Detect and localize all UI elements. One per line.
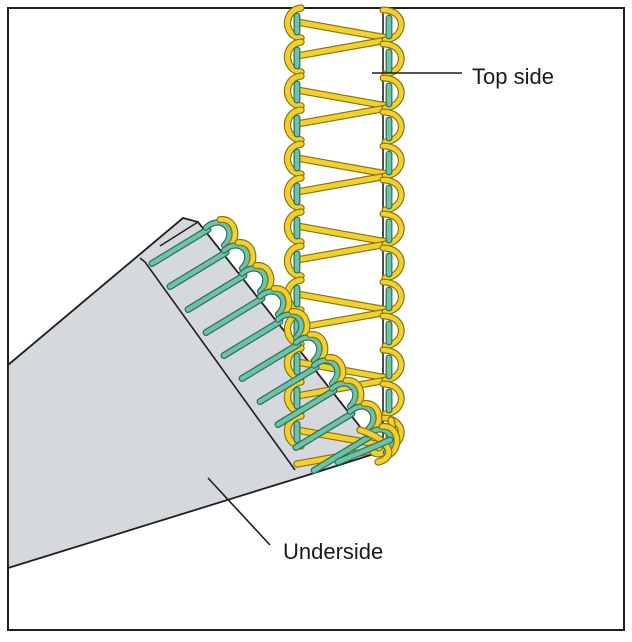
green-thread-diagonal (203, 296, 265, 335)
yellow-thread-diagonal (294, 105, 390, 127)
yellow-thread-loop (285, 73, 304, 109)
yellow-thread-diagonal (294, 241, 390, 263)
yellow-thread-loop (285, 5, 304, 41)
green-thread-tail (335, 437, 393, 465)
green-thread-edge-loop (312, 358, 340, 386)
yellow-thread-tail (357, 427, 391, 465)
yellow-thread-loop (285, 107, 304, 143)
yellow-thread-loop (285, 243, 304, 279)
underside-label: Underside (283, 539, 384, 564)
underside-edge-line (159, 221, 199, 247)
green-thread-edge-loop (222, 243, 250, 271)
yellow-thread-edge-loop (379, 424, 400, 457)
green-thread-diagonal (311, 434, 373, 473)
green-thread-edge-loop (204, 220, 232, 248)
green-thread-diagonal (293, 411, 355, 450)
green-thread-edge-loop (276, 312, 304, 340)
green-thread-edge-loop (240, 266, 268, 294)
green-thread-diagonal (221, 319, 283, 358)
green-thread-diagonal (257, 365, 319, 404)
green-thread-edge-loop (294, 335, 322, 363)
green-thread-edge-loop (330, 381, 358, 409)
green-thread-diagonal (239, 342, 301, 381)
green-thread-diagonal (275, 388, 337, 427)
green-thread-diagonal (149, 227, 211, 266)
yellow-thread-diagonal (294, 173, 390, 195)
yellow-thread-diagonal (294, 223, 390, 245)
underside-stitches (148, 216, 401, 474)
yellow-thread-diagonal (294, 155, 390, 177)
green-thread-edge-loop (348, 404, 376, 432)
yellow-thread-diagonal (294, 291, 390, 313)
green-thread-diagonal (185, 273, 247, 312)
yellow-thread-diagonal (294, 19, 390, 41)
yellow-thread-loop (285, 175, 304, 211)
yellow-thread-diagonal (294, 377, 390, 399)
yellow-thread-diagonal (294, 87, 390, 109)
yellow-thread-loop (285, 39, 304, 75)
yellow-thread-diagonal (294, 37, 390, 59)
underside-leader-line (207, 477, 271, 546)
green-thread-diagonal (167, 250, 229, 289)
yellow-thread-diagonal (294, 309, 390, 331)
yellow-thread-loop (285, 209, 304, 245)
green-thread-edge-loop (258, 289, 286, 317)
yellow-thread-loop (285, 141, 304, 177)
yellow-thread-diagonal (294, 427, 390, 449)
top-side-label: Top side (472, 64, 554, 89)
underside-fold-line (139, 257, 296, 471)
